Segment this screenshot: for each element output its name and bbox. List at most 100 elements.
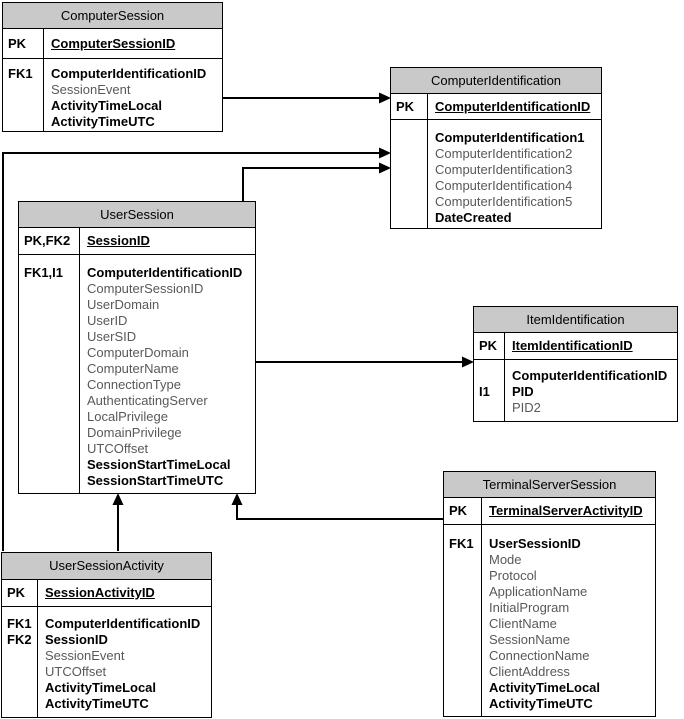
pk-field-name: ComputerSessionID: [51, 35, 176, 51]
connector-usersession-to-computeridentification: [242, 162, 391, 201]
column-name: InitialProgram: [489, 600, 570, 615]
column-name: ActivityTimeUTC: [45, 696, 149, 711]
column-name: DomainPrivilege: [87, 425, 182, 440]
entity-table-terminalserversession[interactable]: TerminalServerSession PK TerminalServerA…: [443, 471, 656, 717]
column-name: PID2: [512, 400, 541, 415]
pk-field-name: TerminalServerActivityID: [489, 503, 643, 518]
key-label: FK2: [7, 632, 32, 647]
column-name: ApplicationName: [489, 584, 588, 599]
column-name: SessionStartTimeUTC: [87, 473, 224, 488]
column-name: UserID: [87, 313, 128, 328]
column-name: ActivityTimeLocal: [489, 680, 601, 695]
key-label: [8, 114, 43, 130]
column-name: ClientAddress: [489, 664, 570, 679]
table-title: ComputerIdentification: [391, 68, 601, 94]
table-title: TerminalServerSession: [444, 472, 655, 498]
key-label: [24, 281, 79, 297]
key-label: [24, 473, 79, 489]
key-label: [24, 393, 79, 409]
key-label: [449, 648, 481, 664]
column-name: UTCOffset: [45, 664, 107, 679]
column-name: SessionEvent: [45, 648, 125, 663]
key-label: [24, 361, 79, 377]
key-label: [24, 329, 79, 345]
key-label: [479, 368, 504, 384]
column-name: UserSessionID: [489, 536, 581, 551]
arrowhead-icon: [231, 493, 243, 505]
key-label: [7, 696, 37, 712]
pk-field-name: SessionActivityID: [45, 585, 155, 600]
column-name: AuthenticatingServer: [87, 393, 208, 408]
table-title: UserSession: [19, 202, 255, 228]
primary-key-row: PK TerminalServerActivityID: [444, 498, 655, 525]
key-label: [24, 297, 79, 313]
column-name: PID: [512, 384, 534, 399]
key-label: [449, 584, 481, 600]
primary-key-row: PK,FK2 SessionID: [19, 228, 255, 255]
pk-key-label: PK: [391, 94, 428, 119]
key-label: [8, 82, 43, 98]
key-label: I1: [479, 384, 490, 399]
key-label: [396, 162, 427, 178]
fk-key-labels: FK1: [444, 525, 482, 716]
primary-key-row: PK SessionActivityID: [2, 580, 211, 607]
column-name: Protocol: [489, 568, 537, 583]
pk-field-name: ComputerIdentificationID: [435, 98, 591, 114]
entity-table-computeridentification[interactable]: ComputerIdentification PK ComputerIdenti…: [390, 67, 602, 229]
entity-table-computersession[interactable]: ComputerSession PK ComputerSessionID FK1…: [2, 2, 223, 132]
pk-key-label: PK: [444, 498, 482, 524]
key-label: [24, 425, 79, 441]
column-name: LocalPrivilege: [87, 409, 168, 424]
key-label: [449, 632, 481, 648]
key-label: FK1: [449, 536, 474, 551]
key-label: [24, 441, 79, 457]
pk-field-name: ItemIdentificationID: [512, 338, 633, 353]
column-name: ComputerName: [87, 361, 179, 376]
column-name: ComputerIdentificationID: [87, 265, 243, 280]
key-label: [449, 696, 481, 712]
key-label: [24, 313, 79, 329]
key-label: [8, 98, 43, 114]
column-name: SessionEvent: [51, 82, 131, 97]
table-title: ComputerSession: [3, 3, 222, 29]
column-name: ComputerIdentification2: [435, 146, 573, 161]
entity-table-usersession[interactable]: UserSession PK,FK2 SessionID FK1,I1 Comp…: [18, 201, 256, 494]
key-label: [24, 345, 79, 361]
entity-table-itemidentification[interactable]: ItemIdentification PK ItemIdentification…: [473, 306, 678, 422]
column-name: ActivityTimeUTC: [51, 114, 155, 129]
pk-key-label: PK,FK2: [19, 228, 80, 254]
key-label: [7, 680, 37, 696]
pk-key-label: PK: [474, 333, 505, 359]
column-name: ComputerIdentificationID: [512, 368, 668, 383]
column-name: ComputerIdentification5: [435, 194, 573, 209]
column-name: DateCreated: [435, 210, 512, 225]
pk-key-label: PK: [3, 29, 44, 58]
key-label: [449, 552, 481, 568]
key-label: [396, 130, 427, 146]
key-label: [24, 457, 79, 473]
column-name: Mode: [489, 552, 522, 567]
fk-key-labels: FK1,I1: [19, 255, 80, 493]
key-label: [449, 616, 481, 632]
connector-computersession-to-computeridentification: [223, 92, 391, 104]
table-title: ItemIdentification: [474, 307, 677, 333]
key-label: FK1: [8, 66, 33, 81]
fk-key-labels: FK1: [3, 59, 44, 131]
column-name: SessionStartTimeLocal: [87, 457, 231, 472]
entity-table-usersessionactivity[interactable]: UserSessionActivity PK SessionActivityID…: [1, 552, 212, 718]
arrowhead-icon: [112, 493, 124, 505]
pk-field-name: SessionID: [87, 233, 150, 248]
key-label: [449, 568, 481, 584]
column-name: ConnectionType: [87, 377, 181, 392]
